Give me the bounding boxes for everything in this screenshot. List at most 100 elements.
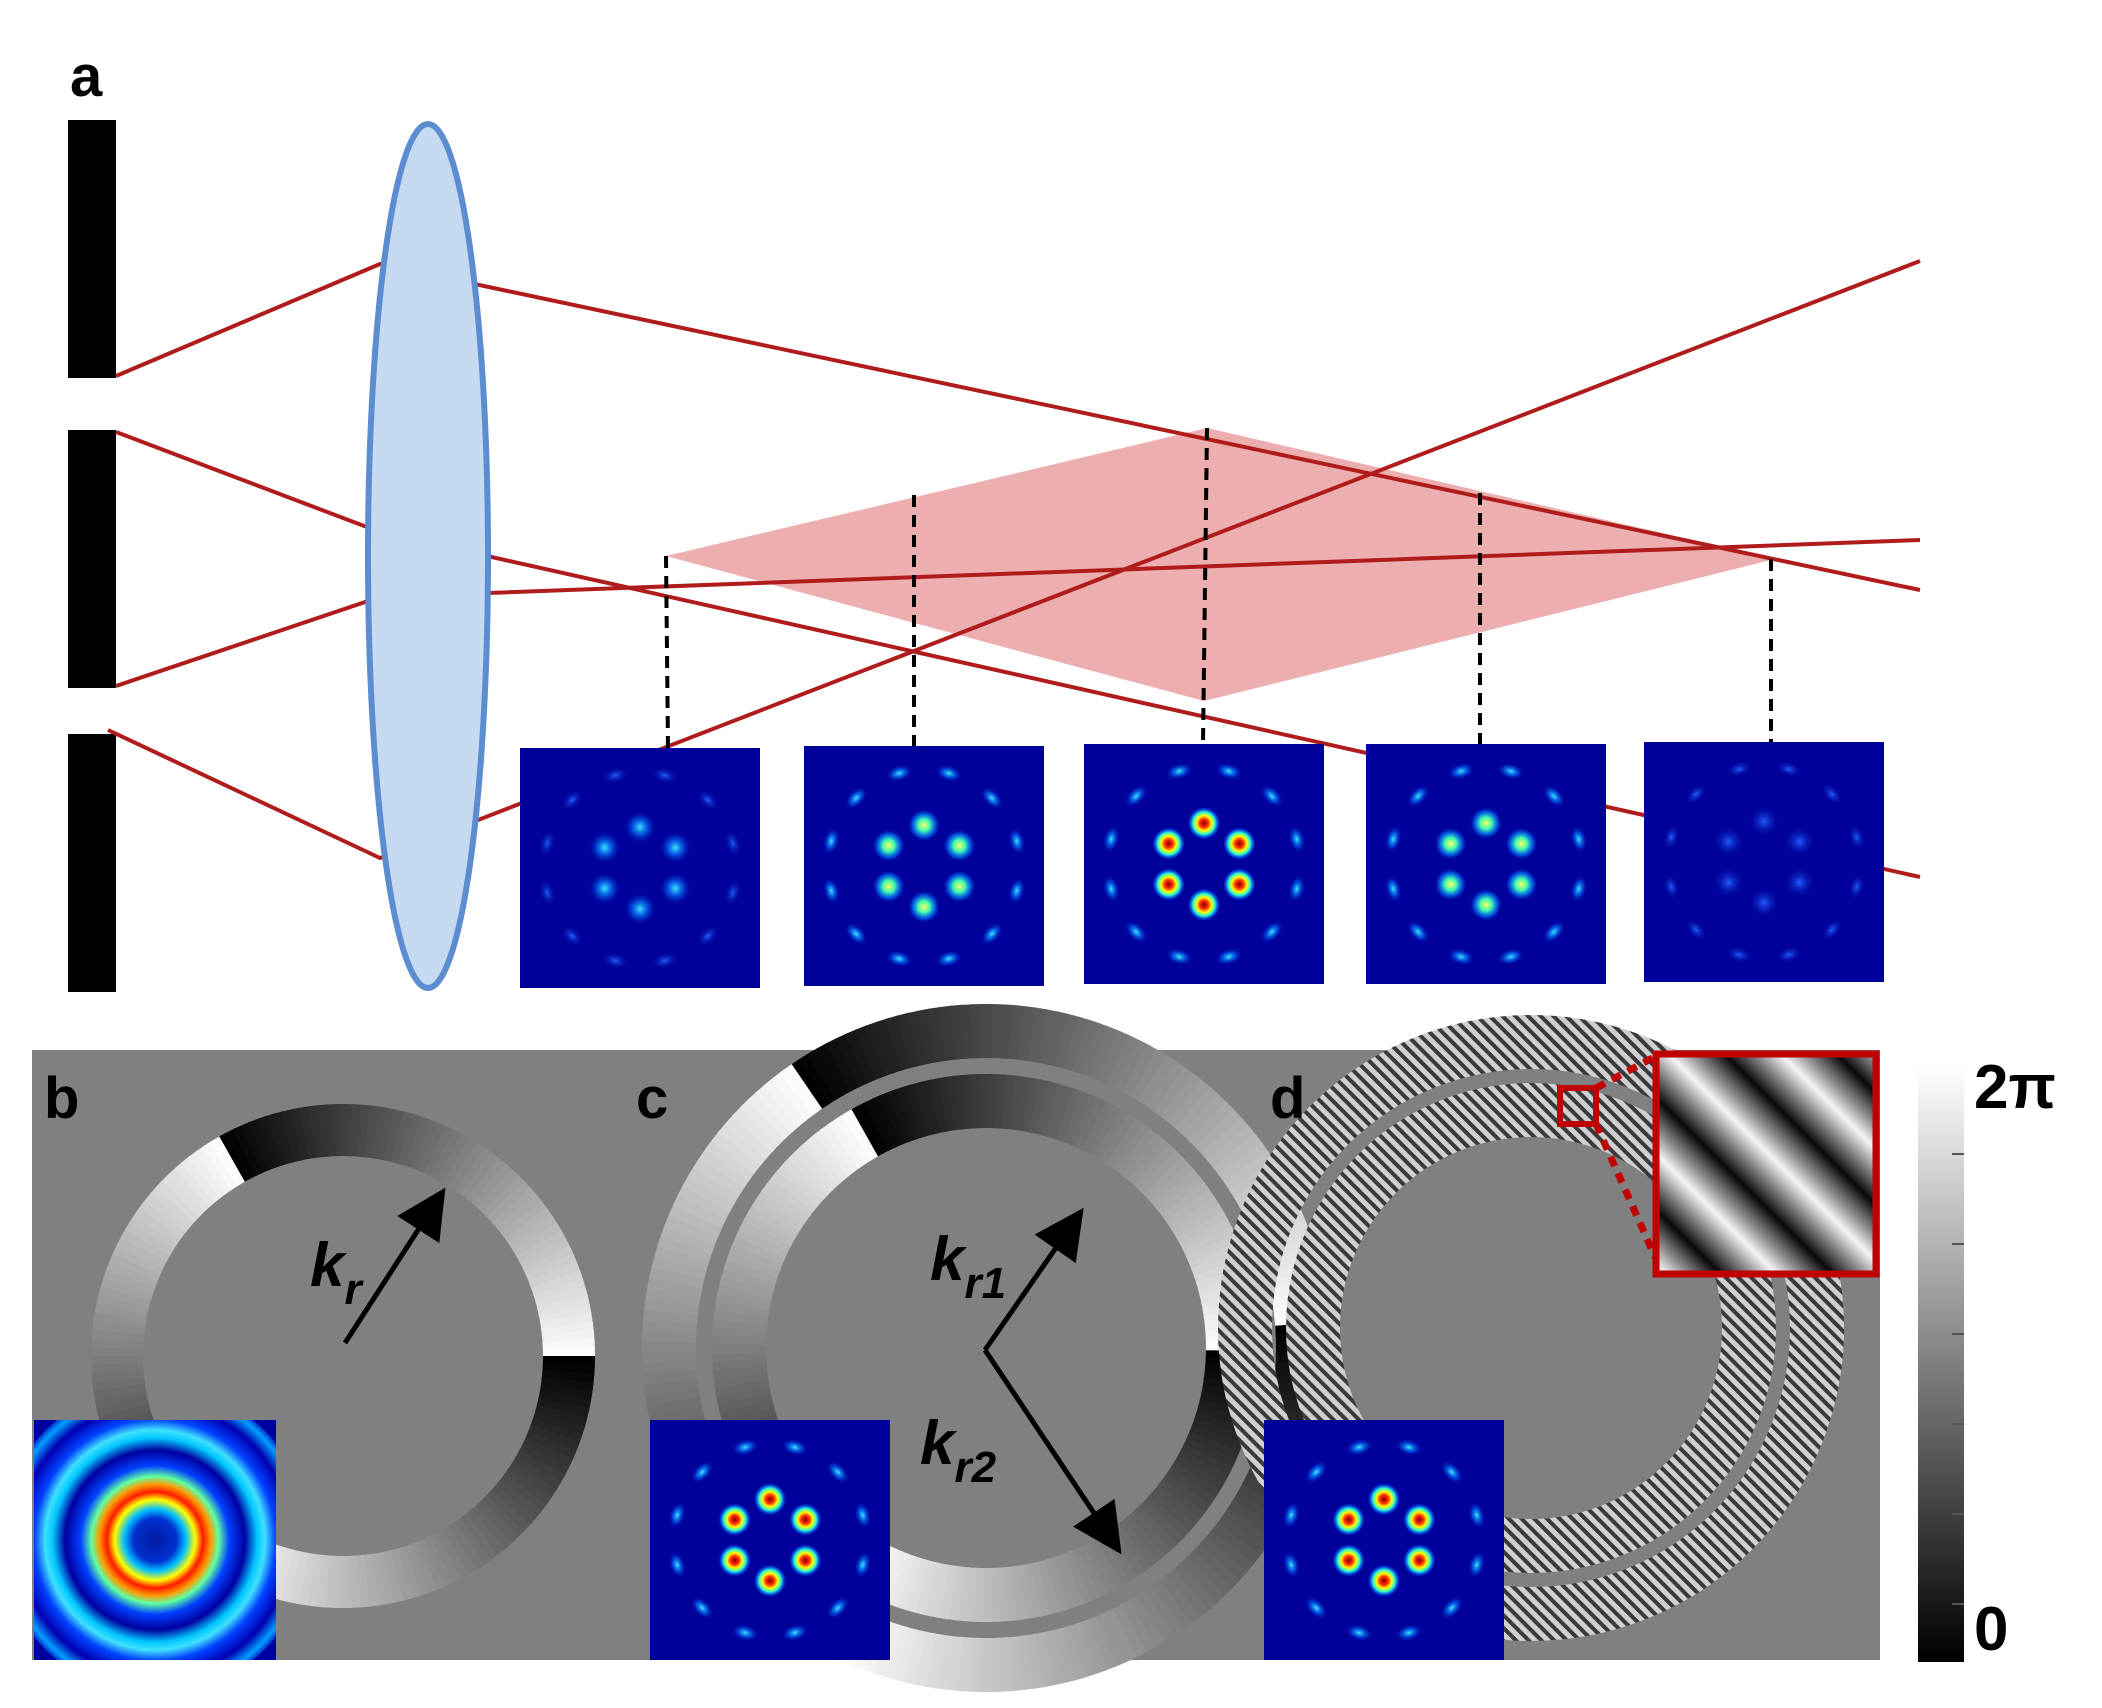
side-lobe <box>853 1501 872 1530</box>
intensity-spot <box>1504 826 1539 861</box>
side-lobe <box>1384 874 1403 903</box>
side-lobe <box>1287 825 1306 854</box>
side-lobe <box>1662 823 1681 852</box>
side-lobe <box>1447 762 1476 781</box>
intensity-spot <box>623 810 657 844</box>
intensity-spot <box>753 1564 787 1598</box>
intensity-spot <box>1402 1543 1437 1578</box>
intensity-spot <box>1504 867 1539 902</box>
lens <box>365 121 491 991</box>
side-lobe <box>1287 874 1306 903</box>
side-lobe <box>826 1460 850 1484</box>
intensity-spot <box>1222 826 1257 861</box>
side-lobe <box>1725 945 1754 964</box>
panel-d <box>1218 1015 1844 1641</box>
side-lobe <box>1542 920 1566 944</box>
side-lobe <box>1102 825 1121 854</box>
intensity-spot <box>1711 865 1746 900</box>
intensity-spot <box>871 869 906 904</box>
intensity-spot <box>1367 1564 1401 1598</box>
side-lobe <box>1847 823 1866 852</box>
intensity-spot <box>1151 826 1186 861</box>
side-lobe <box>1440 1596 1464 1620</box>
intensity-spot <box>1433 826 1468 861</box>
side-lobe <box>650 951 679 970</box>
side-lobe <box>1684 782 1708 806</box>
panel-c-label: c <box>636 1066 668 1131</box>
side-lobe <box>1384 825 1403 854</box>
intensity-pattern-5 <box>1644 742 1884 982</box>
side-lobe <box>1007 876 1026 905</box>
intensity-spot <box>1469 806 1503 840</box>
side-lobe <box>1662 872 1681 901</box>
side-lobe <box>560 924 584 948</box>
intensity-pattern-4 <box>1366 744 1606 984</box>
side-lobe <box>601 766 630 785</box>
side-lobe <box>650 766 679 785</box>
intensity-spot <box>1331 1543 1366 1578</box>
side-lobe <box>1124 920 1148 944</box>
inset-d <box>1264 1420 1504 1660</box>
side-lobe <box>1345 1438 1374 1457</box>
side-lobe <box>1569 825 1588 854</box>
side-lobe <box>1345 1623 1374 1642</box>
side-lobe <box>1496 762 1525 781</box>
intensity-spot <box>942 828 977 863</box>
side-lobe <box>668 1501 687 1530</box>
inset-c <box>650 1420 890 1660</box>
inset-b <box>34 1420 276 1660</box>
side-lobe <box>934 764 963 783</box>
intensity-spot <box>587 871 622 906</box>
intensity-spot <box>788 1502 823 1537</box>
side-lobe <box>1440 1460 1464 1484</box>
side-lobe <box>980 922 1004 946</box>
intensity-spot <box>1367 1482 1401 1516</box>
intensity-spot <box>1747 886 1781 920</box>
intensity-spot <box>788 1543 823 1578</box>
side-lobe <box>853 1550 872 1579</box>
colorbar: 2π 0 <box>1918 1053 2056 1664</box>
intensity-spot <box>753 1482 787 1516</box>
intensity-pattern-1 <box>520 748 760 988</box>
side-lobe <box>1847 872 1866 901</box>
side-lobe <box>1820 782 1844 806</box>
zoom-selection-box <box>1557 1085 1599 1127</box>
side-lobe <box>822 827 841 856</box>
intensity-patterns <box>520 742 1884 988</box>
side-lobe <box>723 878 742 907</box>
side-lobe <box>780 1438 809 1457</box>
intensity-spot <box>1433 867 1468 902</box>
side-lobe <box>934 949 963 968</box>
side-lobe <box>1007 827 1026 856</box>
side-lobe <box>1820 918 1844 942</box>
side-lobe <box>731 1438 760 1457</box>
kr1-arrow <box>982 1207 1084 1352</box>
side-lobe <box>696 788 720 812</box>
sampling-lines <box>664 427 1773 749</box>
side-lobe <box>1165 947 1194 966</box>
side-lobe <box>1304 1596 1328 1620</box>
panel-d-label: d <box>1270 1066 1305 1131</box>
side-lobe <box>885 949 914 968</box>
side-lobe <box>885 764 914 783</box>
intensity-spot <box>1331 1502 1366 1537</box>
side-lobe <box>538 878 557 907</box>
side-lobe <box>822 876 841 905</box>
side-lobe <box>1774 760 1803 779</box>
side-lobe <box>1165 762 1194 781</box>
intensity-spot <box>907 890 941 924</box>
side-lobe <box>844 922 868 946</box>
intensity-spot <box>717 1502 752 1537</box>
zoom-connector-bottom <box>1592 1122 1664 1270</box>
side-lobe <box>780 1623 809 1642</box>
side-lobe <box>1542 784 1566 808</box>
side-lobe <box>723 829 742 858</box>
side-lobe <box>1214 947 1243 966</box>
side-lobe <box>731 1623 760 1642</box>
side-lobe <box>1447 947 1476 966</box>
side-lobe <box>560 788 584 812</box>
intensity-spot <box>658 871 693 906</box>
zoom-connector-top <box>1594 1050 1662 1092</box>
side-lobe <box>690 1596 714 1620</box>
side-lobe <box>1774 945 1803 964</box>
